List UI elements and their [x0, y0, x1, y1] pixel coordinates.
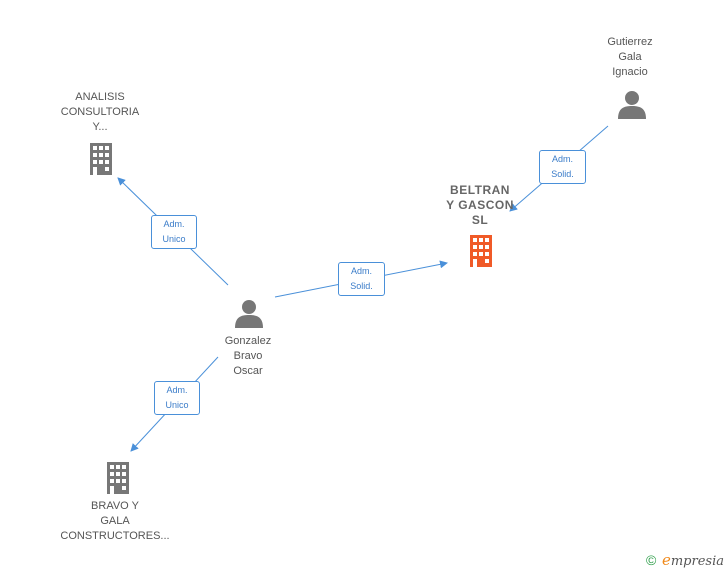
- edge-label-gonzalez-analisis[interactable]: Adm. Unico: [151, 215, 197, 249]
- footer-brand: © empresia: [646, 551, 724, 569]
- node-gonzalez-label[interactable]: Gonzalez Bravo Oscar: [224, 335, 272, 377]
- brand-logo: empresia: [661, 551, 724, 569]
- building-icon: [107, 462, 129, 494]
- person-icon: [618, 91, 646, 119]
- node-gutierrez-label[interactable]: Gutierrez Gala Ignacio: [607, 36, 653, 78]
- building-icon: [90, 143, 112, 175]
- copyright-symbol: ©: [646, 552, 657, 568]
- node-beltran-label[interactable]: BELTRAN Y GASCON SL: [446, 183, 514, 227]
- person-icon: [235, 300, 263, 328]
- edge-label-gonzalez-beltran[interactable]: Adm. Solid.: [338, 262, 385, 296]
- node-bravo-label[interactable]: BRAVO Y GALA CONSTRUCTORES...: [60, 500, 170, 542]
- edge-label-gonzalez-bravo[interactable]: Adm. Unico: [154, 381, 200, 415]
- edge-label-gutierrez-beltran[interactable]: Adm. Solid.: [539, 150, 586, 184]
- node-analisis-label[interactable]: ANALISIS CONSULTORIA Y...: [60, 91, 140, 133]
- building-icon: [470, 235, 492, 267]
